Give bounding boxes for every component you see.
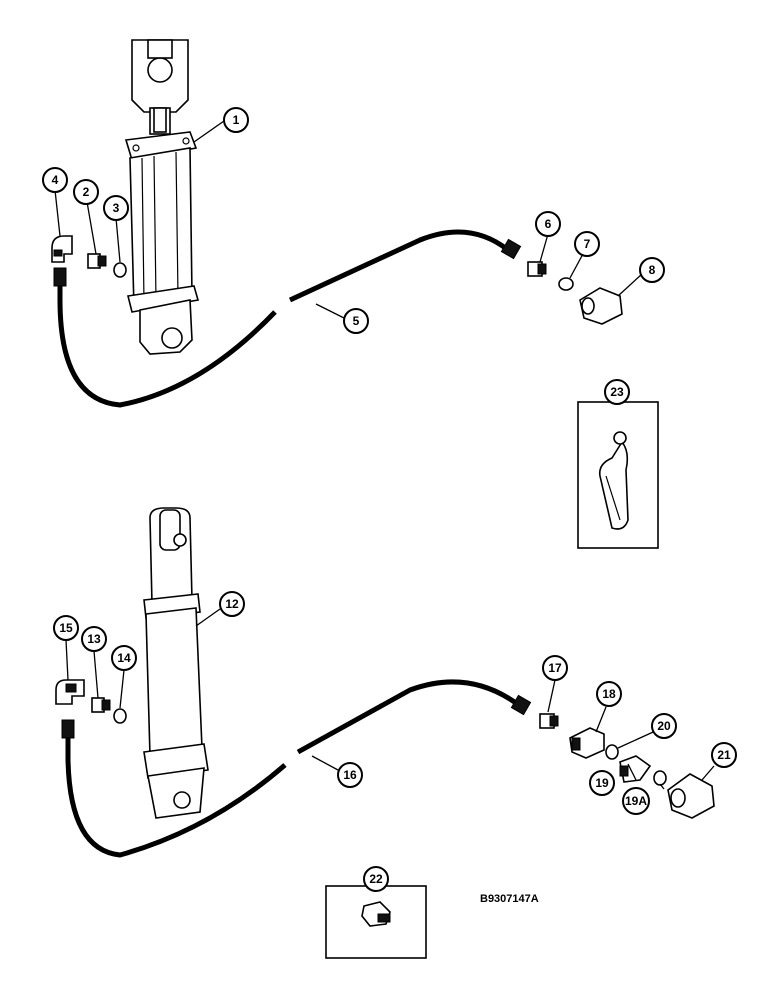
callout-label-18: 18 <box>602 687 616 701</box>
inset-bolt-22 <box>325 885 427 959</box>
elbow-fitting-4 <box>51 235 73 263</box>
callout-13: 13 <box>81 626 107 652</box>
leader-lines <box>54 120 715 890</box>
callout-5: 5 <box>343 308 369 334</box>
callout-label-15: 15 <box>59 621 73 635</box>
callout-6: 6 <box>535 211 561 237</box>
callout-label-17: 17 <box>548 661 562 675</box>
o-ring-14 <box>113 708 127 724</box>
callout-19: 19 <box>589 770 615 796</box>
o-ring-19a <box>653 770 667 786</box>
callout-21: 21 <box>711 742 737 768</box>
callout-label-8: 8 <box>649 263 656 277</box>
cylinder-tie-rod <box>124 39 200 355</box>
fitting-17 <box>539 713 559 729</box>
connector-fitting-13 <box>91 697 111 713</box>
callout-label-14: 14 <box>117 651 131 665</box>
callout-15: 15 <box>53 615 79 641</box>
callout-20: 20 <box>651 713 677 739</box>
callout-14: 14 <box>111 645 137 671</box>
coupler-21 <box>667 773 715 819</box>
fitting-19 <box>619 755 652 783</box>
callout-label-23: 23 <box>610 385 624 399</box>
callout-1: 1 <box>223 107 249 133</box>
drawing-code: B9307147A <box>480 893 539 905</box>
callout-2: 2 <box>73 179 99 205</box>
callout-label-16: 16 <box>343 768 357 782</box>
callout-4: 4 <box>42 167 68 193</box>
elbow-fitting-15 <box>55 679 85 705</box>
callout-label-19a: 19A <box>625 794 647 808</box>
callout-22: 22 <box>363 866 389 892</box>
callout-8: 8 <box>639 257 665 283</box>
callout-17: 17 <box>542 655 568 681</box>
callout-12: 12 <box>219 591 245 617</box>
hose-16 <box>61 679 532 858</box>
cylinder-ram <box>143 507 209 819</box>
callout-label-19: 19 <box>595 776 609 790</box>
callout-label-20: 20 <box>657 719 671 733</box>
inset-strap-23 <box>577 401 659 549</box>
o-ring-7 <box>558 277 574 291</box>
callout-label-22: 22 <box>369 872 383 886</box>
callout-label-1: 1 <box>233 113 240 127</box>
callout-19a: 19A <box>622 787 650 815</box>
callout-18: 18 <box>596 681 622 707</box>
callout-label-12: 12 <box>225 597 239 611</box>
fitting-6 <box>527 261 547 277</box>
callout-7: 7 <box>574 231 600 257</box>
adapter-18 <box>569 727 605 759</box>
callout-label-6: 6 <box>545 217 552 231</box>
hose-5 <box>53 229 522 408</box>
callout-label-2: 2 <box>83 185 90 199</box>
callout-3: 3 <box>103 195 129 221</box>
connector-fitting-2 <box>87 253 107 269</box>
callout-16: 16 <box>337 762 363 788</box>
o-ring-3 <box>113 262 127 278</box>
callout-label-3: 3 <box>113 201 120 215</box>
callout-label-13: 13 <box>87 632 101 646</box>
coupler-8 <box>579 287 623 325</box>
callout-label-5: 5 <box>353 314 360 328</box>
callout-23: 23 <box>604 379 630 405</box>
callout-label-7: 7 <box>584 237 591 251</box>
o-ring-20 <box>605 744 619 760</box>
callout-label-21: 21 <box>717 748 731 762</box>
callout-label-4: 4 <box>52 173 59 187</box>
